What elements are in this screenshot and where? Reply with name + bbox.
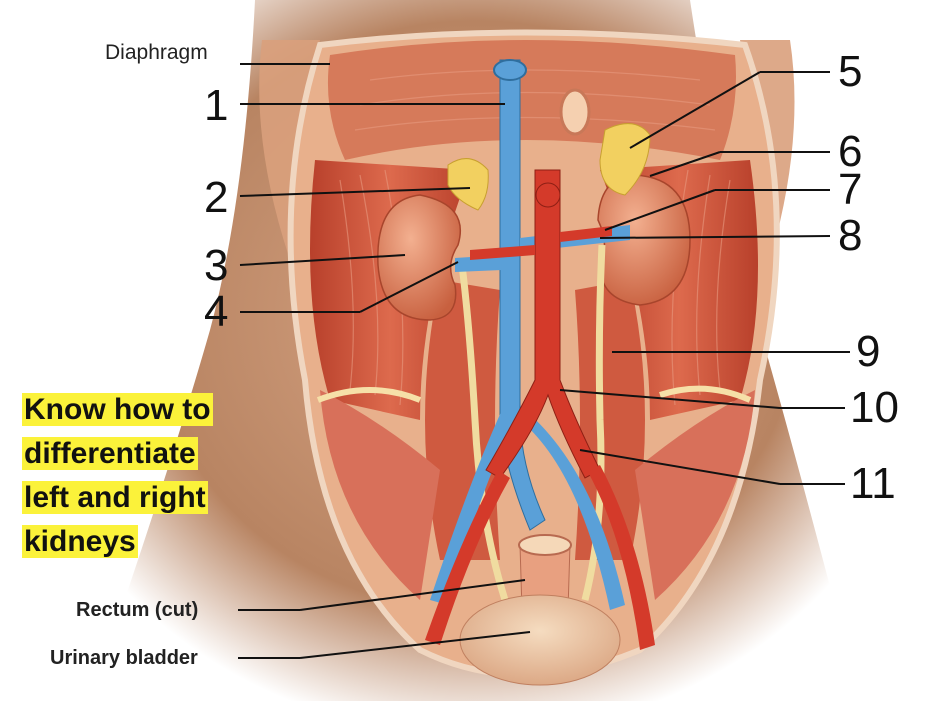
leader-lines bbox=[238, 63, 850, 659]
right-kidney bbox=[377, 194, 462, 321]
leader-8 bbox=[599, 235, 831, 239]
study-note-line-4: kidneys bbox=[22, 525, 138, 558]
number-10: 10 bbox=[850, 383, 899, 432]
rectum-opening bbox=[518, 534, 572, 556]
leader-6b bbox=[649, 151, 721, 177]
iliac-crest-right bbox=[659, 385, 752, 403]
iliac-vein-left bbox=[520, 410, 625, 610]
renal-artery-right bbox=[470, 245, 535, 260]
leader-3 bbox=[239, 254, 406, 266]
study-note: Know how to differentiate left and right… bbox=[22, 388, 232, 564]
leader-7b bbox=[604, 189, 716, 231]
number-5: 5 bbox=[838, 47, 863, 96]
leader-rectum-b bbox=[299, 579, 526, 611]
ivc-opening bbox=[493, 59, 527, 81]
study-note-line-3: left and right bbox=[22, 481, 208, 514]
right-adrenal-gland bbox=[447, 158, 489, 211]
leader-2 bbox=[239, 187, 471, 197]
iliacus-right bbox=[635, 390, 755, 600]
iliac-crest-left bbox=[316, 387, 422, 403]
study-note-line-2: differentiate bbox=[22, 437, 198, 470]
number-2: 2 bbox=[204, 173, 229, 222]
celiac-trunk bbox=[535, 182, 561, 208]
leader-11b bbox=[579, 449, 781, 485]
number-6: 6 bbox=[838, 127, 863, 176]
leader-10b bbox=[559, 389, 781, 409]
number-3: 3 bbox=[204, 241, 229, 290]
abdominal-aorta bbox=[485, 169, 601, 479]
left-adrenal-gland bbox=[599, 123, 651, 196]
label-bladder: Urinary bladder bbox=[50, 647, 198, 669]
label-diaphragm: Diaphragm bbox=[105, 41, 208, 64]
number-8: 8 bbox=[838, 211, 863, 260]
renal-vein-right bbox=[455, 255, 502, 272]
renal-artery-left bbox=[560, 226, 612, 242]
number-1: 1 bbox=[204, 81, 229, 130]
right-ureter bbox=[458, 264, 509, 602]
study-note-line-1: Know how to bbox=[22, 393, 213, 426]
number-9: 9 bbox=[856, 327, 881, 376]
number-4: 4 bbox=[204, 287, 229, 336]
urinary-bladder bbox=[459, 594, 621, 686]
iliac-artery-left bbox=[588, 465, 655, 650]
muscle-striations bbox=[339, 69, 731, 406]
leader-5b bbox=[629, 71, 761, 149]
label-rectum: Rectum (cut) bbox=[76, 599, 199, 621]
leader-4b bbox=[359, 261, 459, 313]
number-7: 7 bbox=[838, 165, 863, 214]
leader-bladder-b bbox=[299, 631, 531, 659]
esophagus-cut bbox=[559, 88, 591, 136]
number-11: 11 bbox=[850, 459, 896, 508]
iliacus-left bbox=[320, 390, 440, 600]
psoas-right bbox=[575, 280, 645, 560]
iliac-artery-right bbox=[425, 470, 510, 645]
